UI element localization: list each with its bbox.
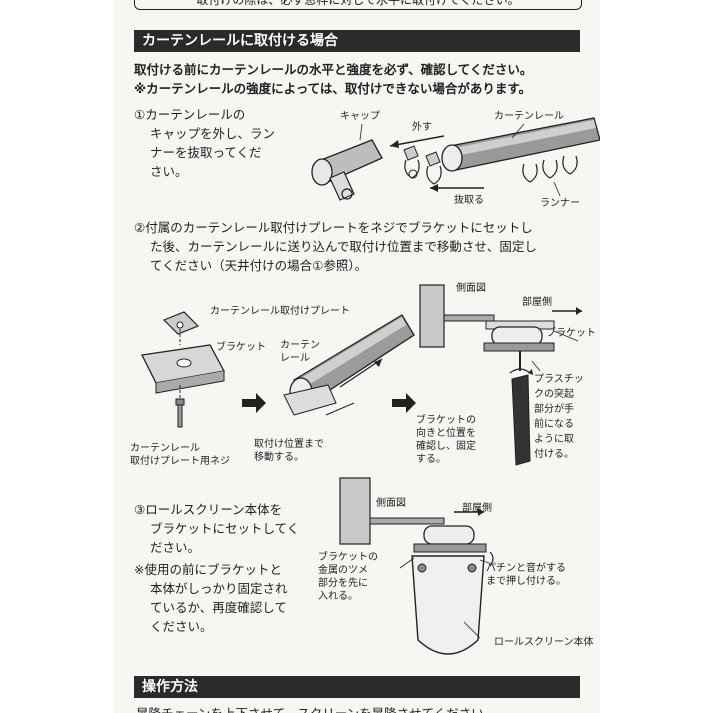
label-room-side: 部屋側	[522, 297, 552, 308]
label-plastic-tab: プラスチックの突起部分が手前になるように取付ける。	[534, 374, 584, 460]
intro-line-2: ※カーテンレールの強度によっては、取付けできない場合があります。	[134, 81, 532, 96]
cap-illustration	[311, 139, 383, 201]
intro-line-1: 取付ける前にカーテンレールの水平と強度を必ず、確認してください。	[134, 62, 533, 77]
label-bracket-right: ブラケット	[546, 328, 596, 339]
label-metal-claw: ブラケットの金属のツメ部分を先に入れる。	[318, 552, 378, 602]
label-rail-plate: カーテンレール取付けプレート	[210, 306, 350, 317]
body-side-view-illustration	[339, 477, 494, 655]
remove-arrow	[389, 135, 445, 147]
step-arrow-2	[392, 393, 416, 413]
label-snap-press: パチンと音がするまで押し付ける。	[486, 563, 566, 587]
label-plate-screw: カーテンレール取付けプレート用ネジ	[130, 443, 230, 467]
label-room-side-3: 部屋側	[462, 503, 492, 514]
figure-bracket-mount	[141, 284, 582, 466]
label-bracket-left: ブラケット	[216, 342, 266, 353]
label-side-view-3: 側面図	[376, 498, 406, 509]
label-runner: ランナー	[540, 198, 580, 209]
top-notice: 取付けの際は、必ず窓枠に対して水平に取付けてください。	[134, 0, 582, 10]
operation-line-1: 昇降チェーンを上下させて、スクリーンを昇降させてください。	[136, 703, 496, 713]
label-roll-screen-body: ロールスクリーン本体	[494, 637, 594, 648]
label-curtain-rail: カーテンレール	[494, 111, 564, 122]
step-arrow-1	[242, 393, 266, 413]
label-remove: 外す	[412, 122, 432, 133]
label-move-position: 取付け位置まで移動する。	[254, 439, 324, 463]
section-header-rail: カーテンレールに取付ける場合	[134, 30, 580, 52]
rail-slide-illustration	[283, 314, 415, 416]
figure-body-mount	[339, 477, 494, 655]
side-view-illustration	[419, 284, 582, 466]
manual-page: 取付けの際は、必ず窓枠に対して水平に取付けてください。 カーテンレールに取付ける…	[114, 0, 600, 713]
rail-illustration	[441, 117, 600, 183]
label-curtain-rail-2: カーテンレール	[280, 340, 320, 364]
label-pull: 抜取る	[454, 195, 484, 206]
label-cap: キャップ	[340, 111, 380, 122]
mount-plate-illustration	[141, 311, 225, 428]
runner-illustration	[403, 145, 442, 185]
label-side-view: 側面図	[456, 283, 486, 294]
section-header-operation: 操作方法	[134, 676, 580, 698]
label-check-bracket: ブラケットの向きと位置を確認し、固定する。	[416, 415, 476, 465]
figure-rail-runner	[311, 117, 600, 201]
